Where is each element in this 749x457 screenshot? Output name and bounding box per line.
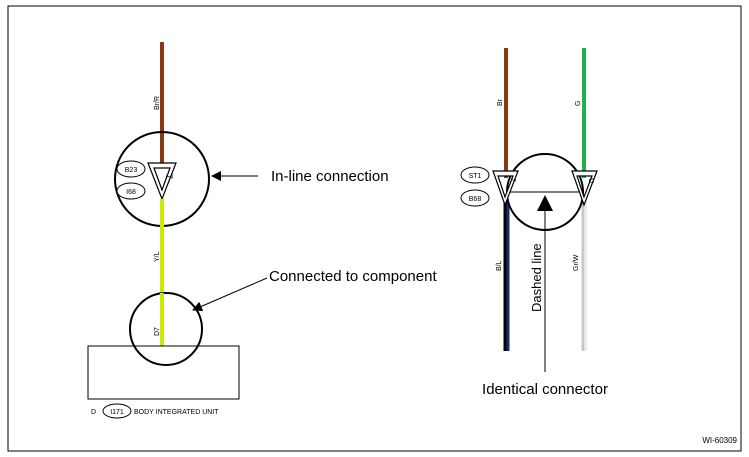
wire-label-b-l: B/L	[496, 260, 503, 271]
component-code: I171	[110, 409, 124, 416]
wire-label-br: Br	[497, 98, 504, 106]
wire-label-gr-w: Gr/W	[573, 254, 580, 271]
wire-label-y-l: Y/L	[154, 251, 161, 262]
connector-code-oval-b23	[116, 160, 146, 178]
connector-code-b68: B68	[469, 196, 482, 203]
component-prefix: D	[91, 409, 96, 416]
connector-pin-left: 2	[509, 178, 516, 182]
component-code-oval	[102, 403, 132, 419]
wire-label-br-r: Br/R	[154, 96, 161, 110]
connector-chevron-right	[571, 170, 598, 207]
component-name: BODY INTEGRATED UNIT	[134, 409, 219, 416]
dashed-line-label: Dashed line	[529, 243, 544, 312]
connector-code-oval-i68	[116, 182, 146, 200]
connector-chevron-left	[492, 170, 519, 207]
left-inline-section: Br/R 7 B23 I68 Y/L In-line connection	[114, 42, 389, 346]
figure-frame	[7, 5, 742, 452]
connector-code-b23: B23	[125, 167, 138, 174]
left-component-section: D7 Connected to component D I171 BODY IN…	[87, 268, 437, 419]
wire-label-g: G	[575, 101, 582, 106]
component-connector-pin: D7	[154, 327, 161, 336]
dashed-line-arrow-head	[537, 195, 553, 211]
identical-connector-callout: Identical connector	[482, 381, 608, 398]
connector-code-oval-st1	[460, 166, 490, 184]
figure-id: WI-60309	[702, 436, 737, 445]
right-identical-connector-section: Br G B/L Gr/W Dashed line 2 U ST1 B68 Id…	[460, 48, 608, 398]
connector-pin-right: U	[587, 178, 594, 183]
connector-code-i68: I68	[126, 189, 136, 196]
connector-code-st1: ST1	[469, 173, 482, 180]
component-callout-text: Connected to component	[269, 268, 437, 285]
inline-connector-pin: 7	[164, 174, 174, 179]
inline-connector-chevron	[147, 162, 177, 201]
connector-code-oval-b68	[460, 189, 490, 207]
inline-callout-text: In-line connection	[271, 168, 389, 185]
component-connector-circle	[129, 292, 203, 366]
component-callout-arrow	[192, 277, 268, 312]
